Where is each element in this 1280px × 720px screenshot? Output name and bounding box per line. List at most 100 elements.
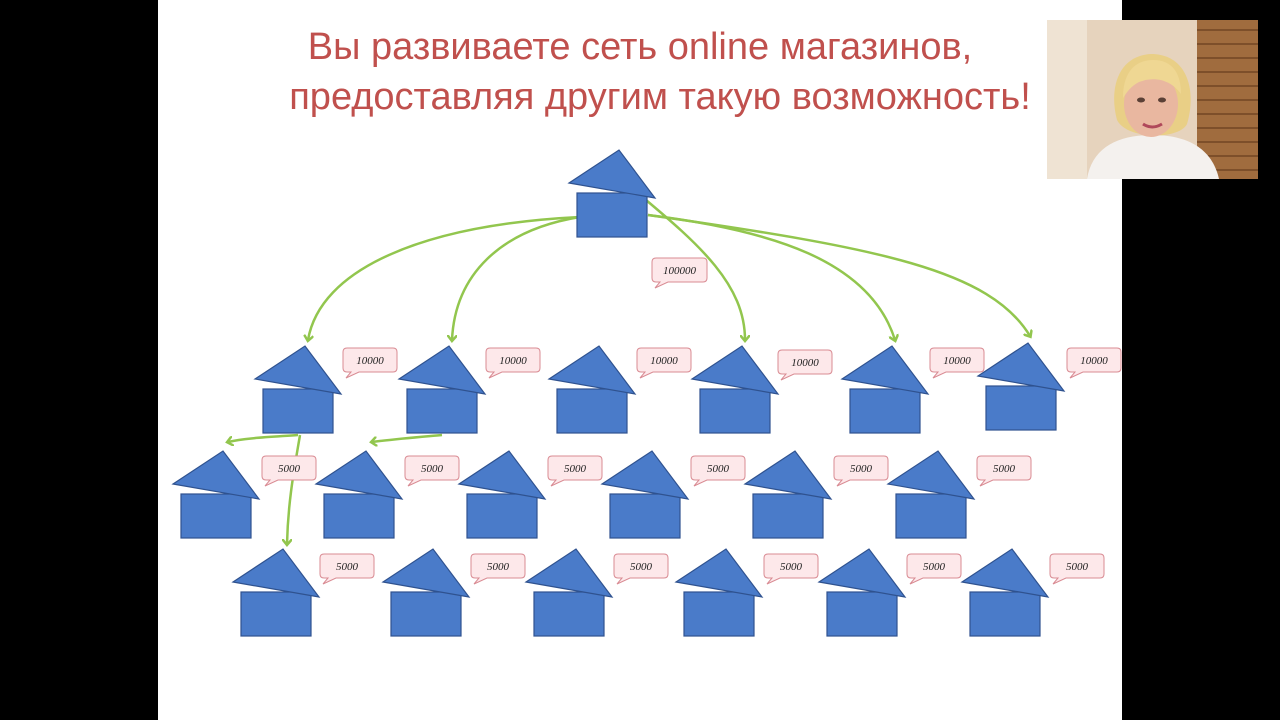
house-level-2-3-roof <box>457 450 547 500</box>
house-level-1-1 <box>253 345 343 434</box>
callout-level-2-5: 5000 <box>833 455 889 487</box>
house-level-2-6-body <box>895 493 967 539</box>
callout-level-3-5: 5000 <box>906 553 962 585</box>
house-level-1-2-roof <box>397 345 487 395</box>
slide-title-line-1: Вы развиваете сеть online магазинов, <box>307 26 973 68</box>
callout-level-1-3: 10000 <box>636 347 692 379</box>
house-level-1-5-body <box>849 388 921 434</box>
house-level-2-6 <box>886 450 976 539</box>
house-level-1-1-body <box>262 388 334 434</box>
house-level-3-5 <box>817 548 907 637</box>
callout-level-3-6-label: 5000 <box>1066 561 1089 573</box>
callout-level-1-1-label: 10000 <box>356 355 384 367</box>
callout-level-2-6: 5000 <box>976 455 1032 487</box>
callout-level-1-2-label: 10000 <box>499 355 527 367</box>
house-level-2-2-roof <box>314 450 404 500</box>
callout-level-2-3: 5000 <box>547 455 603 487</box>
house-level-2-2-body <box>323 493 395 539</box>
house-level-1-4-body <box>699 388 771 434</box>
houses <box>171 149 1066 637</box>
house-top-body <box>576 192 648 238</box>
callout-level-3-1-label: 5000 <box>336 561 359 573</box>
house-level-2-2 <box>314 450 404 539</box>
house-level-3-6-roof <box>960 548 1050 598</box>
house-level-1-6-body <box>985 385 1057 431</box>
house-level-1-4-roof <box>690 345 780 395</box>
slide-title-line-2: предоставляя другим такую возможность! <box>289 76 1031 118</box>
callout-level-3-2: 5000 <box>470 553 526 585</box>
house-level-3-4-roof <box>674 548 764 598</box>
house-level-2-1-body <box>180 493 252 539</box>
house-level-2-6-roof <box>886 450 976 500</box>
callout-level-3-2-label: 5000 <box>487 561 510 573</box>
callout-level-2-4-label: 5000 <box>707 463 730 475</box>
callout-level-2-2-label: 5000 <box>421 463 444 475</box>
house-level-3-1 <box>231 548 321 637</box>
house-level-1-6 <box>976 342 1066 431</box>
callout-level-2-1: 5000 <box>261 455 317 487</box>
callout-level-3-4-label: 5000 <box>780 561 803 573</box>
house-level-3-2 <box>381 548 471 637</box>
callout-top-label: 100000 <box>663 265 697 277</box>
callout-level-3-2-bubble <box>470 553 526 585</box>
callout-level-3-6-bubble <box>1049 553 1105 585</box>
house-level-3-3-roof <box>524 548 614 598</box>
house-level-2-5-roof <box>743 450 833 500</box>
callout-level-2-3-label: 5000 <box>564 463 587 475</box>
house-level-3-1-body <box>240 591 312 637</box>
house-top-roof <box>567 149 657 199</box>
callout-level-2-5-bubble <box>833 455 889 487</box>
callout-level-3-1-bubble <box>319 553 375 585</box>
house-level-3-6 <box>960 548 1050 637</box>
callout-level-1-1: 10000 <box>342 347 398 379</box>
callout-level-3-3-bubble <box>613 553 669 585</box>
arrows <box>228 194 1030 544</box>
house-level-2-1 <box>171 450 261 539</box>
callout-level-3-1: 5000 <box>319 553 375 585</box>
callout-top: 100000 <box>651 257 708 289</box>
callout-level-2-5-label: 5000 <box>850 463 873 475</box>
arrow-l1-to-l2-b <box>372 433 443 442</box>
house-level-2-5-body <box>752 493 824 539</box>
house-level-2-4-roof <box>600 450 690 500</box>
callout-level-1-3-bubble <box>636 347 692 379</box>
house-level-3-3-body <box>533 591 605 637</box>
arrow-l1-to-l3 <box>287 434 302 544</box>
house-top <box>567 149 657 238</box>
callout-level-1-5-bubble <box>929 347 985 379</box>
house-level-3-2-body <box>390 591 462 637</box>
house-level-3-4 <box>674 548 764 637</box>
house-level-1-2-body <box>406 388 478 434</box>
callout-level-3-3: 5000 <box>613 553 669 585</box>
callout-level-2-1-bubble <box>261 455 317 487</box>
arrow-top-to-1 <box>308 215 581 340</box>
callout-level-3-3-label: 5000 <box>630 561 653 573</box>
callout-level-2-2: 5000 <box>404 455 460 487</box>
callout-level-1-5: 10000 <box>929 347 985 379</box>
callout-level-3-4: 5000 <box>763 553 819 585</box>
callout-level-1-2: 10000 <box>485 347 541 379</box>
house-level-3-3 <box>524 548 614 637</box>
house-level-2-3 <box>457 450 547 539</box>
house-level-2-5 <box>743 450 833 539</box>
callout-level-1-6-bubble <box>1066 347 1122 379</box>
callout-level-3-5-label: 5000 <box>923 561 946 573</box>
callout-level-1-4-bubble <box>777 349 833 381</box>
house-level-1-3-roof <box>547 345 637 395</box>
house-level-3-4-body <box>683 591 755 637</box>
callout-level-1-5-label: 10000 <box>943 355 971 367</box>
callout-level-1-4: 10000 <box>777 349 833 381</box>
house-level-1-1-roof <box>253 345 343 395</box>
house-level-1-2 <box>397 345 487 434</box>
callout-level-1-2-bubble <box>485 347 541 379</box>
arrow-top-to-2 <box>452 215 581 340</box>
house-level-3-2-roof <box>381 548 471 598</box>
house-level-1-6-roof <box>976 342 1066 392</box>
callout-level-2-4: 5000 <box>690 455 746 487</box>
callout-level-1-1-bubble <box>342 347 398 379</box>
callout-level-3-4-bubble <box>763 553 819 585</box>
callout-top-bubble <box>651 257 708 289</box>
house-level-2-3-body <box>466 493 538 539</box>
